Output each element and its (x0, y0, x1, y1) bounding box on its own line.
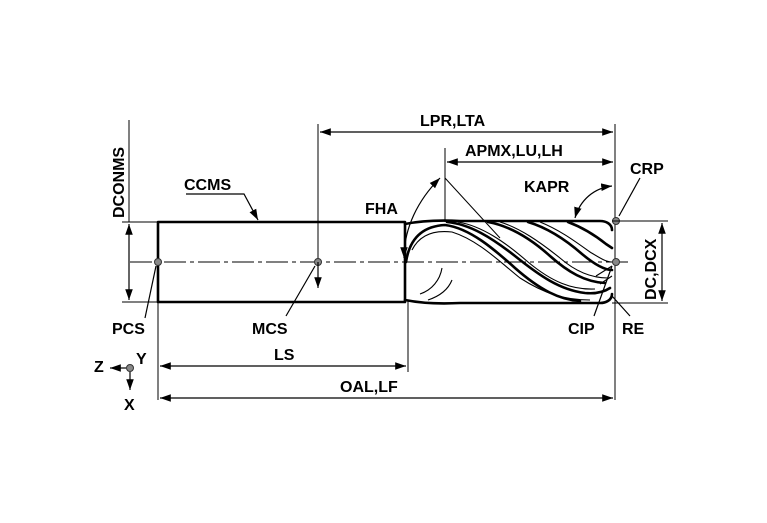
coordinate-system-icon (110, 364, 134, 390)
kapr-arc (574, 183, 613, 219)
kapr-label: KAPR (524, 179, 570, 196)
fha-label: FHA (365, 201, 398, 218)
cip-point (612, 258, 620, 266)
mcs-leader (285, 265, 316, 317)
oal-lf-label: OAL,LF (340, 379, 398, 396)
crp-label: CRP (630, 161, 664, 178)
pcs-label: PCS (112, 321, 145, 338)
ccms-leader (186, 193, 259, 221)
pcs-point (154, 258, 162, 266)
pcs-leader (144, 265, 157, 319)
re-label: RE (622, 321, 645, 338)
apmx-lu-lh-label: APMX,LU,LH (465, 143, 563, 160)
mcs-label: MCS (252, 321, 288, 338)
dc-dcx-label: DC,DCX (643, 238, 660, 300)
shank-outline (156, 220, 407, 304)
re-leader (611, 295, 631, 317)
lpr-lta-label: LPR,LTA (420, 113, 486, 130)
axis-z-label: Z (94, 359, 104, 376)
ccms-label: CCMS (184, 177, 231, 194)
ls-dimension (157, 300, 409, 400)
cip-label: CIP (568, 321, 595, 338)
dc-dcx-dimension (612, 220, 668, 304)
crp-leader (618, 177, 641, 217)
axis-x-label: X (124, 397, 135, 414)
apmx-dimension (444, 148, 613, 222)
dconms-dimension (122, 120, 158, 303)
fha-dimension (400, 177, 501, 259)
axis-y-label: Y (136, 351, 147, 368)
ls-label: LS (274, 347, 295, 364)
cip-leader (593, 265, 613, 317)
dconms-label: DCONMS (111, 147, 128, 218)
